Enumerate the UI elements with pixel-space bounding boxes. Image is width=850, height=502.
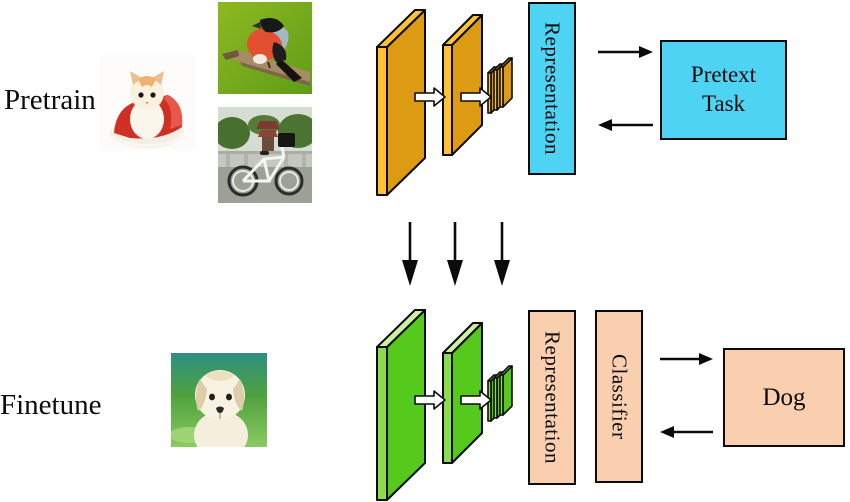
- transfer-arrow-3: [494, 222, 510, 286]
- pretrain-representation-label: Representation: [540, 22, 565, 155]
- layer1-to-layer2-arrow: [414, 390, 446, 410]
- encoder-layer-2: [442, 14, 483, 156]
- encoder-layer-2: [442, 322, 483, 464]
- pretext-task-label: Pretext Task: [691, 61, 756, 119]
- encoder-layer-3-stack: [487, 57, 513, 114]
- weight-transfer-arrows: [402, 222, 510, 286]
- layer2-to-layer3-arrow: [460, 390, 492, 410]
- bird-photo: [218, 2, 312, 94]
- layer1-to-layer2-arrow: [414, 87, 446, 107]
- finetune-encoder-layers: [376, 309, 513, 501]
- bicycle-photo: [218, 107, 312, 203]
- transfer-arrow-1: [402, 222, 418, 286]
- bicycle-illustration: [218, 114, 312, 203]
- cat-illustration: [110, 71, 185, 148]
- pretrain-label: Pretrain: [4, 84, 96, 116]
- cat-photo: [100, 55, 195, 150]
- pretrain-representation-box: Representation: [528, 2, 576, 175]
- pretext-task-box: Pretext Task: [660, 40, 787, 140]
- representation-to-pretext-arrow: [598, 46, 653, 58]
- finetune-representation-label: Representation: [540, 331, 565, 464]
- classifier-box: Classifier: [595, 310, 643, 483]
- bird-illustration: [222, 18, 310, 86]
- layer2-to-layer3-arrow: [460, 87, 492, 107]
- encoder-layer-1: [376, 9, 426, 196]
- output-to-classifier-arrow: [660, 426, 713, 438]
- classifier-to-output-arrow: [660, 353, 713, 365]
- classifier-label: Classifier: [607, 353, 632, 440]
- pretrain-encoder-layers: [376, 9, 513, 196]
- pretext-task-line1: Pretext: [690, 62, 757, 88]
- output-box: Dog: [723, 348, 845, 447]
- puppy-photo: [171, 353, 267, 447]
- pretext-to-representation-arrow: [598, 119, 653, 131]
- encoder-layer-1: [376, 309, 426, 501]
- finetune-label: Finetune: [0, 389, 102, 421]
- finetune-representation-box: Representation: [528, 310, 576, 485]
- transfer-arrow-2: [447, 222, 463, 286]
- output-label: Dog: [762, 383, 806, 411]
- puppy-illustration: [171, 370, 248, 447]
- pretext-task-line2: Task: [701, 91, 746, 116]
- encoder-layer-3-stack: [487, 365, 513, 422]
